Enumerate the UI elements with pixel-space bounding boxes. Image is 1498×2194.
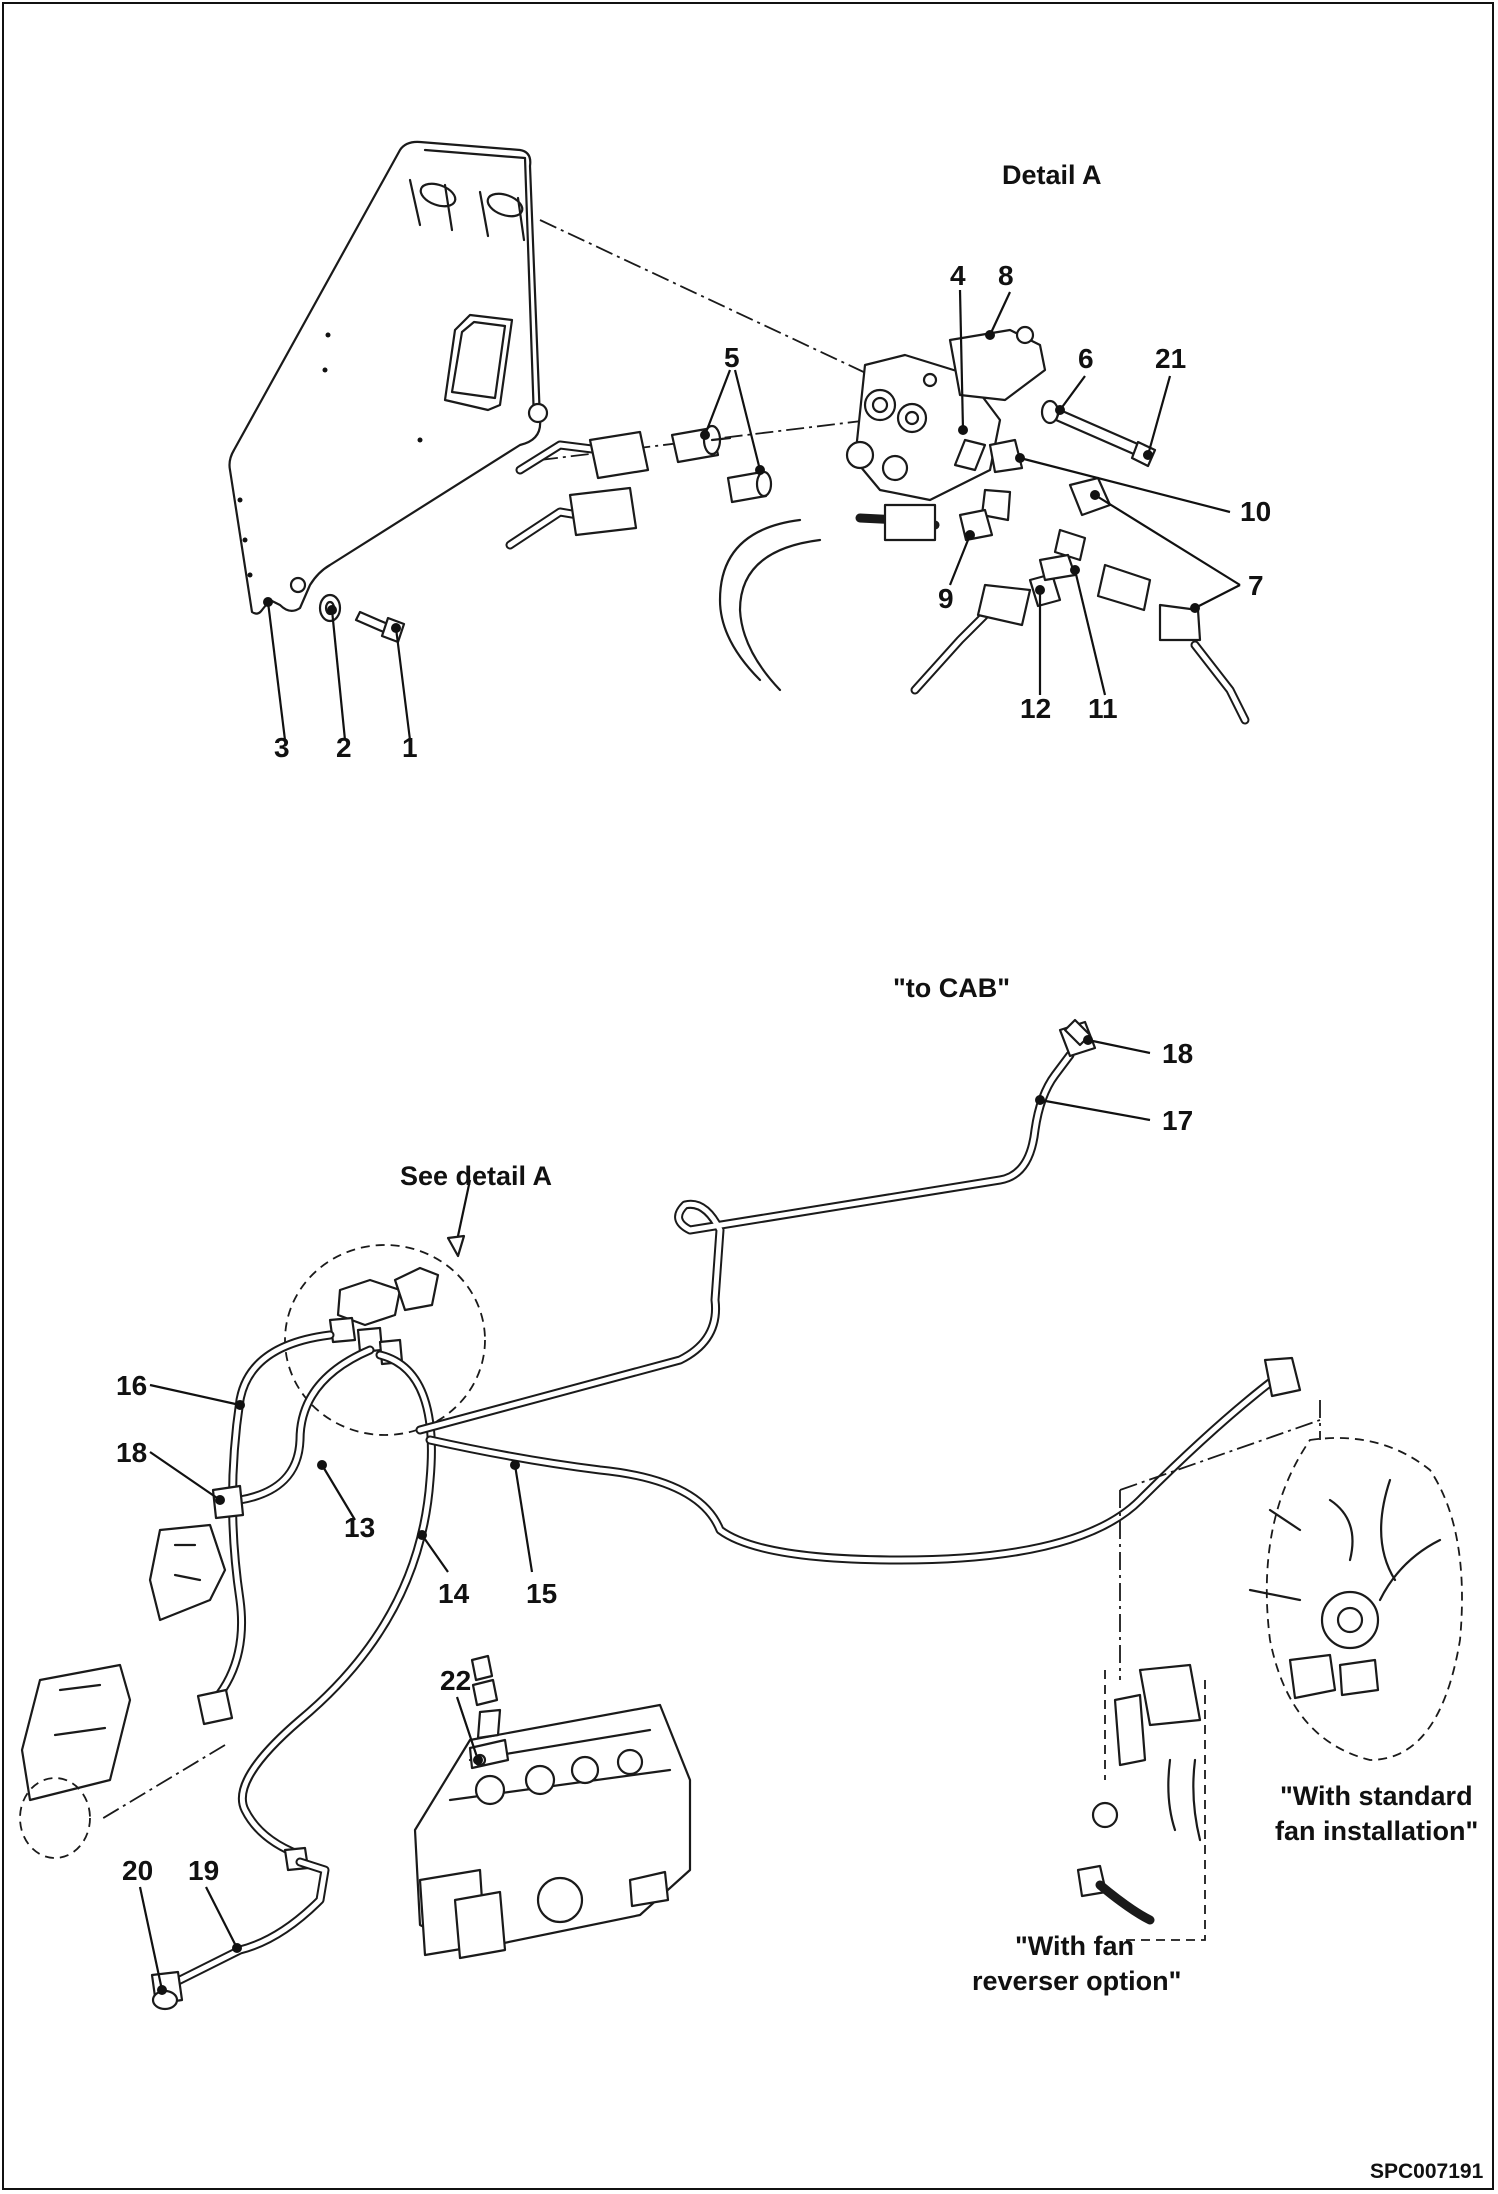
standard-fan — [1248, 1400, 1463, 1761]
see-detail-a-circle — [284, 1179, 486, 1436]
callout-16: 16 — [116, 1370, 147, 1401]
hose-15 — [425, 1356, 1302, 1565]
callout-22: 22 — [440, 1665, 471, 1696]
fan-reverser-option — [1076, 1419, 1321, 1941]
callout-21: 21 — [1155, 343, 1186, 374]
drawing-code: SPC007191 — [1370, 2160, 1484, 2183]
callout-4: 4 — [950, 260, 966, 291]
caption-standard-fan-line1: "With standard — [1280, 1781, 1473, 1811]
hose-13 — [235, 1345, 375, 1505]
caption-to-cab: "to CAB" — [893, 973, 1010, 1003]
bolt-21 — [1054, 408, 1157, 468]
callout-14: 14 — [438, 1578, 470, 1609]
callout-9: 9 — [938, 583, 954, 614]
detail-a-leaders — [263, 289, 1241, 741]
callout-13: 13 — [344, 1512, 375, 1543]
callout-5: 5 — [724, 342, 740, 373]
valve-cluster — [328, 1266, 440, 1366]
callout-1: 1 — [402, 732, 418, 763]
caption-see-detail-a: See detail A — [400, 1161, 552, 1191]
caption-detail-a: Detail A — [1002, 160, 1102, 190]
hose-19 — [150, 1857, 330, 2011]
mounting-plate — [228, 140, 549, 615]
callout-18-lower: 18 — [116, 1437, 147, 1468]
fitting-18-lower — [211, 1484, 245, 1520]
fittings-5 — [670, 424, 773, 504]
callout-2: 2 — [336, 732, 352, 763]
control-valve-22 — [413, 1654, 692, 1960]
caption-standard-fan-line2: fan installation" — [1275, 1816, 1478, 1846]
callout-11: 11 — [1088, 693, 1118, 724]
callout-10: 10 — [1240, 496, 1271, 527]
callout-15: 15 — [526, 1578, 557, 1609]
caption-fan-reverser-line2: reverser option" — [972, 1966, 1181, 1996]
lower-leaders — [138, 1035, 1151, 1995]
hose-14 — [237, 1350, 436, 1872]
callout-17: 17 — [1162, 1105, 1193, 1136]
callout-18-upper: 18 — [1162, 1038, 1193, 1069]
valve-block — [845, 325, 1047, 502]
callout-7: 7 — [1248, 570, 1264, 601]
callout-8: 8 — [998, 260, 1014, 291]
callout-12: 12 — [1020, 693, 1051, 724]
callout-6: 6 — [1078, 343, 1094, 374]
detail-a-hoses — [505, 430, 940, 692]
left-bracket-assembly — [19, 1523, 227, 1859]
caption-fan-reverser-line1: "With fan — [1015, 1931, 1134, 1961]
callout-20: 20 — [122, 1855, 153, 1886]
callout-3: 3 — [274, 732, 290, 763]
hose-17 — [415, 1020, 1097, 1435]
callout-19: 19 — [188, 1855, 219, 1886]
